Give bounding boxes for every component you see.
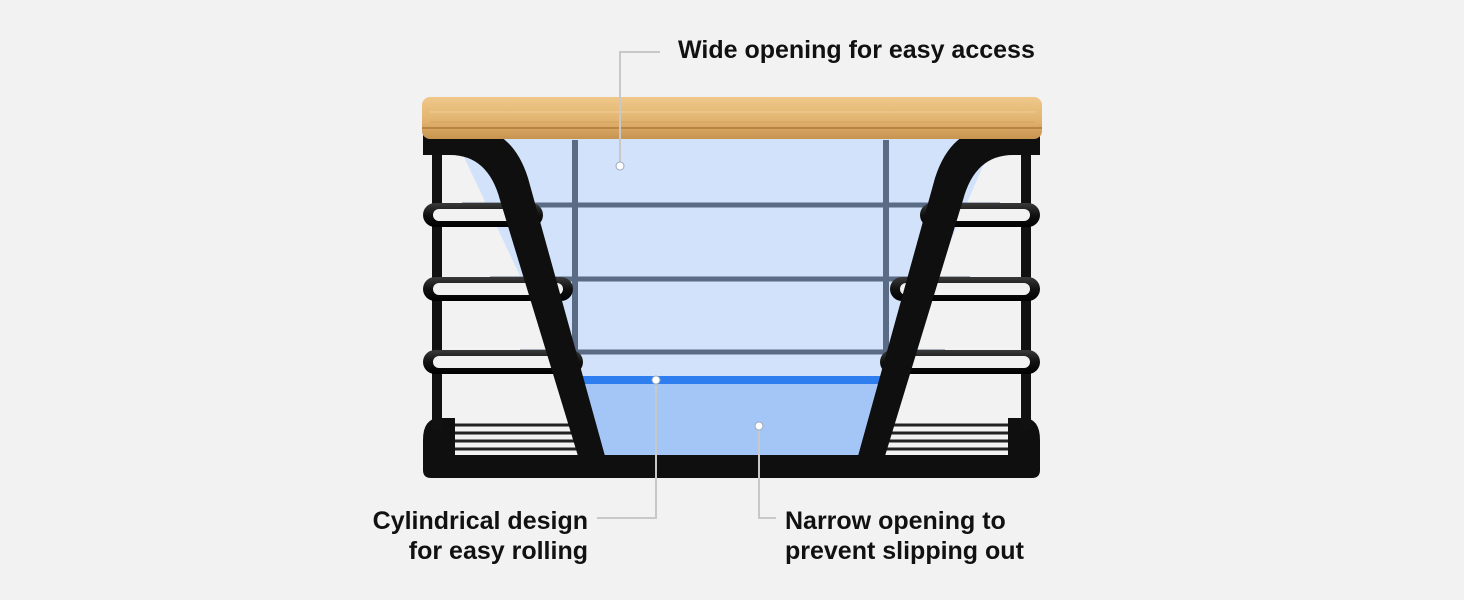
back-horizontal-bars	[462, 202, 1000, 355]
callout-wide-opening: Wide opening for easy access	[678, 35, 1035, 65]
highlight-bar	[581, 376, 883, 384]
right-side-panel	[858, 128, 1040, 456]
base-tray	[423, 418, 1040, 478]
left-side-panel	[423, 128, 605, 456]
callout-dot-top	[615, 161, 625, 171]
callout-wide-opening-text: Wide opening for easy access	[678, 36, 1035, 64]
wooden-lid	[422, 97, 1042, 139]
callout-narrow-line-2: prevent slipping out	[785, 537, 1024, 565]
callout-dot-right	[754, 421, 764, 431]
callout-dots	[615, 161, 764, 431]
bottom-slats	[450, 423, 1013, 451]
back-vertical-bars	[572, 140, 889, 378]
leader-lines	[597, 51, 776, 519]
callout-cylindrical-design: Cylindrical design for easy rolling	[330, 506, 588, 566]
callout-cylindrical-line-2: for easy rolling	[408, 537, 588, 565]
callout-narrow-line-1: Narrow opening to	[785, 507, 1006, 535]
callout-dot-left	[651, 375, 661, 385]
narrow-opening-area	[580, 382, 882, 456]
callout-narrow-opening: Narrow opening to prevent slipping out	[785, 506, 1024, 566]
callout-cylindrical-line-1: Cylindrical design	[372, 507, 588, 535]
